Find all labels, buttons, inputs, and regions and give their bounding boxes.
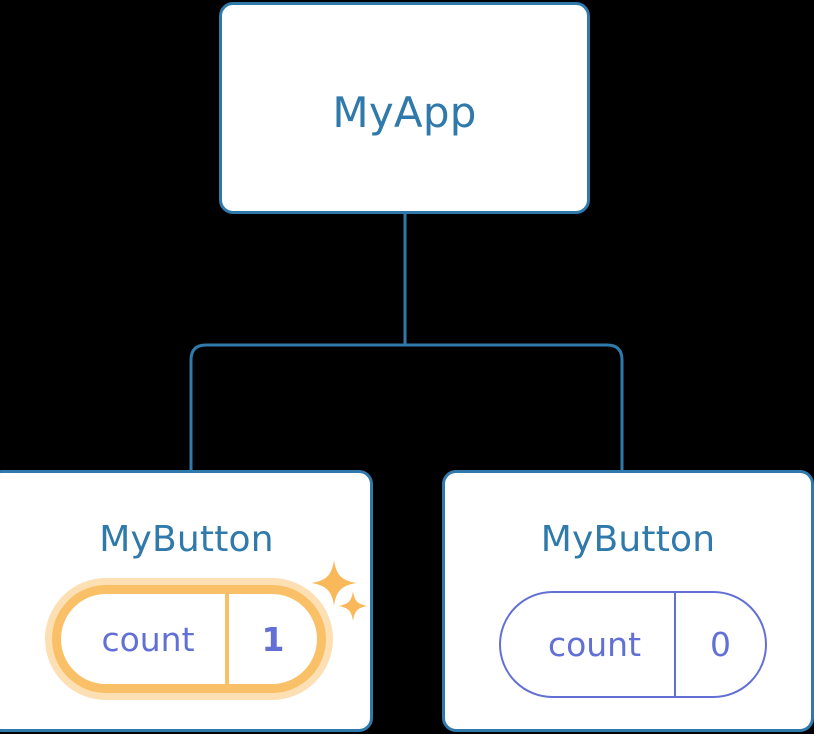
state-badge-left[interactable]: count 1 (45, 578, 333, 700)
state-key-left: count (101, 619, 195, 659)
state-key-right: count (547, 625, 642, 664)
state-value-right: 0 (674, 593, 765, 696)
node-myapp[interactable]: MyApp (219, 2, 590, 214)
node-myapp-label: MyApp (332, 88, 477, 137)
state-value-left: 1 (225, 594, 317, 684)
state-pill-count-right[interactable]: count 0 (499, 591, 767, 698)
node-mybutton-right[interactable]: MyButton count 0 (442, 470, 814, 732)
state-pill-count-left[interactable]: count 1 (52, 585, 326, 693)
node-mybutton-left-label: MyButton (99, 519, 274, 560)
node-mybutton-right-label: MyButton (540, 519, 716, 560)
node-mybutton-left[interactable]: MyButton count 1 (0, 470, 373, 732)
edge-bus-to-children (189, 343, 624, 470)
